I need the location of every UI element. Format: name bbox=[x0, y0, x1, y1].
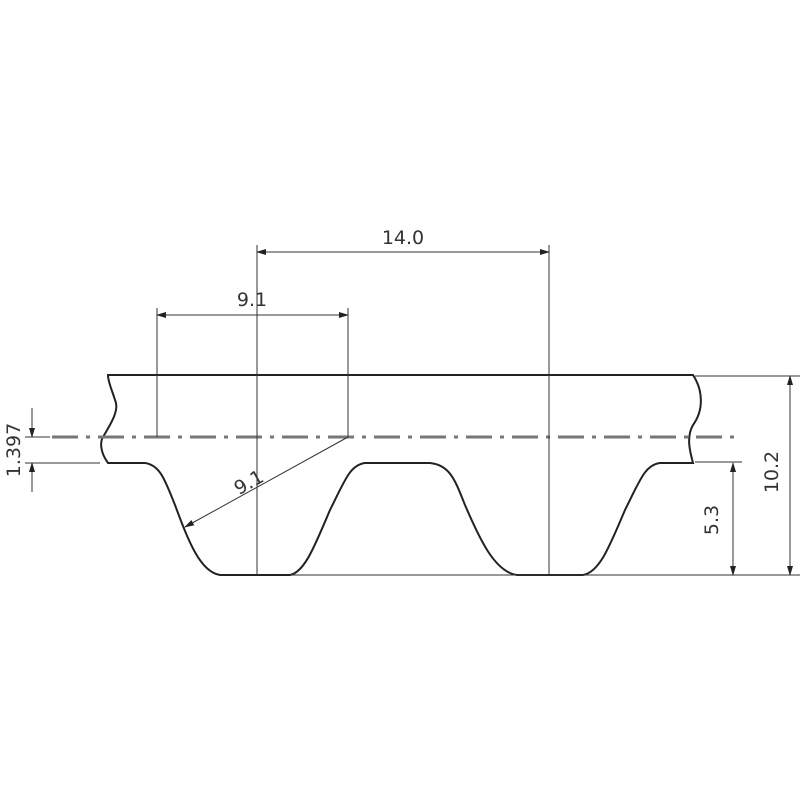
tooth-radius-label: 9.1 bbox=[231, 466, 268, 500]
tooth-radius-line bbox=[184, 436, 349, 528]
tooth-width-label: 9.1 bbox=[237, 289, 267, 311]
total-height-label: 10.2 bbox=[761, 451, 783, 493]
tooth-height-label: 5.3 bbox=[701, 505, 723, 535]
offset-label: 1.397 bbox=[3, 423, 25, 477]
pitch-dimension-label: 14.0 bbox=[382, 227, 424, 249]
belt-outline bbox=[100, 374, 702, 576]
